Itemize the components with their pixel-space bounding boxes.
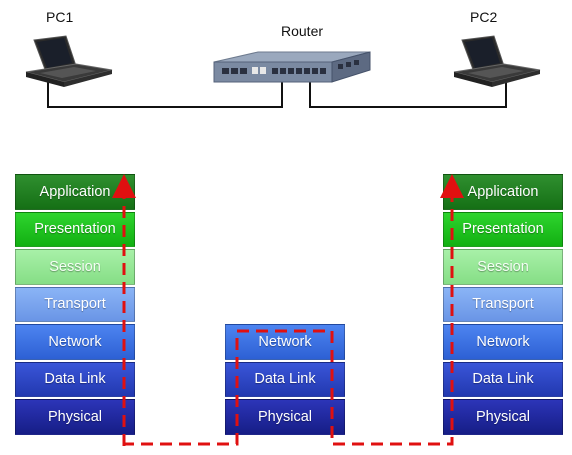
layer-label: Network: [48, 333, 102, 350]
layer-label: Data Link: [44, 371, 106, 388]
router-label: Router: [281, 23, 324, 39]
pc1-layer-presentation: Presentation: [15, 211, 135, 247]
pc1-laptop-icon: [25, 35, 113, 87]
pc2-osi-stack: Application Presentation Session Transpo…: [443, 174, 563, 437]
cable-router-pc2: [309, 82, 507, 108]
layer-label: Physical: [476, 408, 530, 425]
layer-label: Data Link: [472, 371, 534, 388]
pc2-layer-data-link: Data Link: [443, 361, 563, 397]
layer-label: Application: [39, 183, 111, 200]
layer-label: Physical: [48, 408, 102, 425]
pc2-label: PC2: [470, 9, 498, 25]
layer-label: Presentation: [462, 221, 544, 238]
network-topology: [25, 35, 541, 108]
layer-label: Physical: [258, 408, 312, 425]
pc2-laptop-icon: [453, 35, 541, 87]
pc2-layer-transport: Transport: [443, 286, 563, 322]
pc1-label: PC1: [46, 9, 74, 25]
layer-label: Session: [477, 258, 529, 275]
pc1-layer-network: Network: [15, 324, 135, 360]
layer-label: Application: [467, 183, 539, 200]
layer-label: Data Link: [254, 371, 316, 388]
layer-label: Transport: [44, 296, 106, 313]
pc1-layer-transport: Transport: [15, 286, 135, 322]
router-osi-stack: Network Data Link Physical: [225, 324, 345, 437]
pc2-layer-presentation: Presentation: [443, 211, 563, 247]
router-layer-data-link: Data Link: [225, 361, 345, 397]
pc1-layer-physical: Physical: [15, 399, 135, 435]
router-icon: [213, 51, 371, 83]
layer-label: Transport: [472, 296, 534, 313]
data-path-line: [122, 184, 454, 446]
pc1-layer-data-link: Data Link: [15, 361, 135, 397]
pc1-layer-session: Session: [15, 249, 135, 285]
layer-label: Session: [49, 258, 101, 275]
pc2-layer-network: Network: [443, 324, 563, 360]
cable-pc1-router: [47, 82, 283, 108]
layer-label: Network: [476, 333, 530, 350]
router-layer-physical: Physical: [225, 399, 345, 435]
layer-label: Presentation: [34, 221, 116, 238]
layer-label: Network: [258, 333, 312, 350]
pc2-layer-physical: Physical: [443, 399, 563, 435]
pc2-layer-session: Session: [443, 249, 563, 285]
